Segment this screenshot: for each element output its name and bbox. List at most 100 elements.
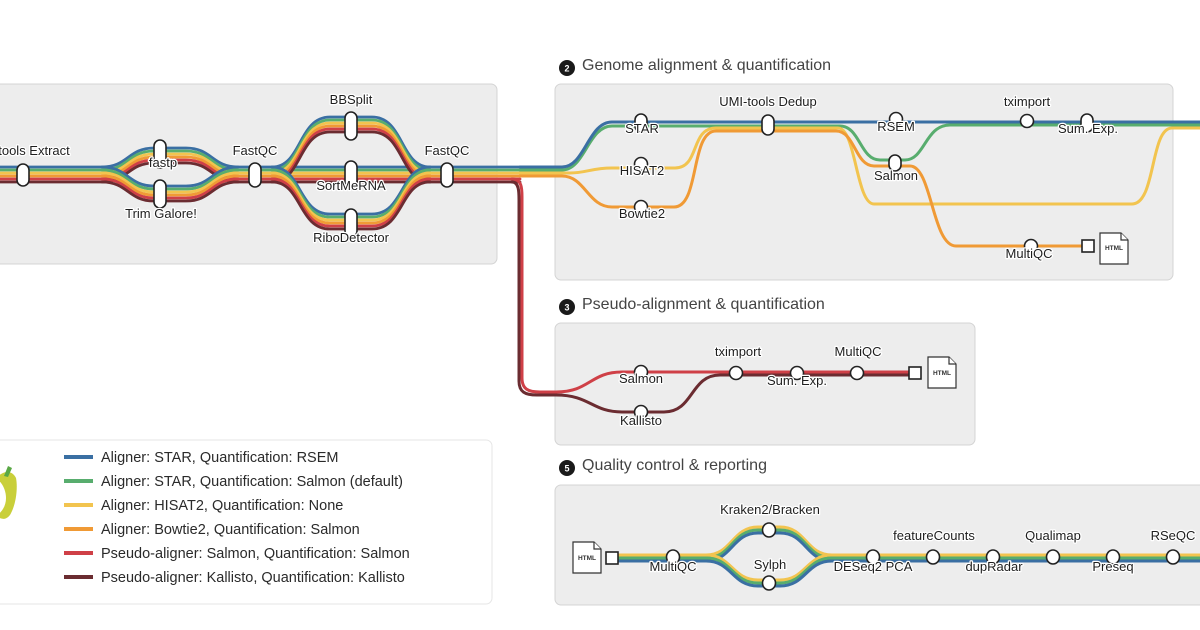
label-ribodetector: RiboDetector [313,230,390,245]
label-qualimap: Qualimap [1025,528,1081,543]
station-kraken[interactable] [761,522,777,538]
station-fastqc-2[interactable] [440,162,454,188]
station-salmon-quant[interactable] [888,154,902,172]
legend-item: Aligner: Bowtie2, Quantification: Salmon [64,522,360,538]
station-multiqc-qc[interactable] [665,549,681,565]
logo-core [0,481,6,513]
station-ribodetector[interactable] [344,208,358,238]
station-star[interactable] [634,113,648,133]
html-report-icon-genome[interactable]: HTML [1099,232,1129,265]
route-bowtie2 [518,129,1090,248]
route-hisat2 [518,126,1200,206]
station-umi-extract[interactable] [16,163,30,187]
station-featurecounts[interactable] [925,549,941,565]
legend-label: Aligner: Bowtie2, Quantification: Salmon [101,522,360,538]
pseudo-section-box [554,322,976,446]
legend-item: Aligner: HISAT2, Quantification: None [64,498,343,514]
label-multiqc-genome: MultiQC [1006,246,1053,261]
station-salmon-pseudo[interactable] [633,364,649,380]
document-icon [572,541,602,574]
line-star-salmon [0,149,522,172]
line-star-rsem [100,165,240,188]
end-square-genome [1081,239,1095,253]
node-labels: tools Extract fastp Trim Galore! FastQC … [0,91,1197,576]
section-title: Pseudo-alignment & quantification [582,296,825,313]
station-hisat2[interactable] [633,156,649,172]
station-sum-exp[interactable] [1080,113,1094,133]
section-number-badge [559,299,575,315]
legend-item: Pseudo-aligner: Salmon, Quantification: … [64,546,410,562]
label-fastp: fastp [149,155,177,170]
station-multiqc-pseudo[interactable] [849,365,865,381]
document-fold [593,542,601,550]
section-number-badge [559,60,575,76]
legend-label: Aligner: HISAT2, Quantification: None [101,498,343,514]
station-fastp[interactable] [153,139,167,169]
document-icon [927,356,957,389]
document-fold [1120,233,1128,241]
legend-label: Pseudo-aligner: Kallisto, Quantification… [101,570,405,586]
label-tximport-pseudo: tximport [715,344,762,359]
station-rseqc[interactable] [1165,549,1181,565]
label-bowtie2: Bowtie2 [619,206,665,221]
label-dupradar: dupRadar [965,559,1023,574]
label-kallisto: Kallisto [620,413,662,428]
html-report-icon-qc[interactable]: HTML [572,541,602,574]
label-umi-dedup: UMI-tools Dedup [719,94,817,109]
station-fastqc-1[interactable] [248,162,262,188]
station-tximport[interactable] [1019,113,1035,129]
station-bowtie2[interactable] [633,199,649,215]
genome-section-header: 2 Genome alignment & quantification [559,57,831,76]
station-trim-galore[interactable] [153,179,167,209]
section-number: 5 [564,464,569,474]
label-multiqc-pseudo: MultiQC [835,344,882,359]
legend-item: Pseudo-aligner: Kallisto, Quantification… [64,570,405,586]
label-multiqc-qc: MultiQC [650,559,697,574]
line-star-salmon [100,168,240,191]
station-qualimap[interactable] [1045,549,1061,565]
legend-item: Aligner: STAR, Quantification: Salmon (d… [64,474,403,490]
station-sum-exp-pseudo[interactable] [789,365,805,381]
label-tximport: tximport [1004,94,1051,109]
legend: Aligner: STAR, Quantification: RSEM Align… [0,450,410,586]
end-square-qc [605,551,619,565]
label-salmon-quant: Salmon [874,168,918,183]
label-hisat2: HISAT2 [620,163,665,178]
pseudo-section-header: 3 Pseudo-alignment & quantification [559,296,825,315]
legend-label: Aligner: STAR, Quantification: RSEM [101,450,338,466]
station-kallisto[interactable] [633,404,649,420]
stations [16,111,1181,591]
station-umi-dedup[interactable] [761,114,775,136]
route-kallisto [510,180,914,414]
station-tximport-pseudo[interactable] [728,365,744,381]
line-star-rsem [0,146,522,169]
genome-routes [518,120,1200,248]
section-title: Quality control & reporting [582,457,767,474]
section-number: 3 [564,303,569,313]
label-deseq2: DESeq2 PCA [834,559,913,574]
label-rseqc: RSeQC [1151,528,1196,543]
station-preseq[interactable] [1105,549,1121,565]
station-dupradar[interactable] [985,549,1001,565]
line-salmon-pseudo [100,177,240,200]
route-star-rsem [518,120,1200,169]
station-multiqc-genome[interactable] [1023,238,1039,254]
station-deseq2[interactable] [865,549,881,565]
label-umi-extract: tools Extract [0,143,70,158]
html-icon-label: HTML [933,370,951,377]
route-salmon-pseudo [510,177,914,394]
label-salmon-pseudo: Salmon [619,371,663,386]
station-bbsplit[interactable] [344,111,358,141]
label-preseq: Preseq [1092,559,1133,574]
station-sortmerna[interactable] [344,160,358,190]
document-fold [948,357,956,365]
section-number: 2 [564,64,569,74]
station-sylph[interactable] [761,575,777,591]
html-report-icon-pseudo[interactable]: HTML [927,356,957,389]
label-sortmerna: SortMeRNA [316,178,386,193]
section-title: Genome alignment & quantification [582,57,831,74]
apple-logo [0,466,17,519]
station-rsem[interactable] [888,111,904,127]
label-sum-exp-pseudo: Sum. Exp. [767,373,827,388]
